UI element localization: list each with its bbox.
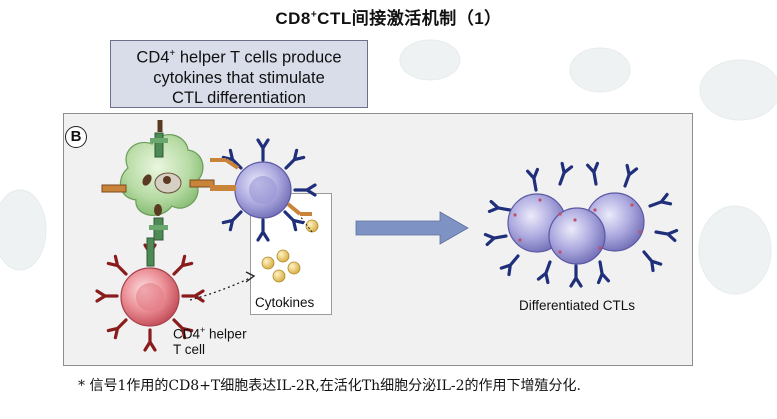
panel-letter: B [65, 126, 87, 148]
antigen-presenting-cell [101, 120, 215, 241]
footnote: * 信号1作用的CD8+T细胞表达IL-2R,在活化Th细胞分泌IL-2的作用下… [78, 378, 581, 394]
ctl-precursor-cell [210, 138, 317, 242]
secretion-arrow [189, 277, 251, 301]
page-title: CD8+CTL间接激活机制（1） [275, 9, 502, 28]
cd4-helper-t-cell [95, 237, 205, 352]
callout-box: CD4+ helper T cells produce cytokines th… [110, 40, 368, 108]
cytokines-label: Cytokines [255, 295, 315, 310]
helper-cell-label: CD4+ helper T cell [173, 325, 247, 357]
differentiation-arrow [355, 211, 469, 245]
differentiated-ctls-label: Differentiated CTLs [519, 298, 636, 313]
differentiated-ctls [483, 161, 679, 288]
cytokine-molecules [261, 215, 319, 283]
